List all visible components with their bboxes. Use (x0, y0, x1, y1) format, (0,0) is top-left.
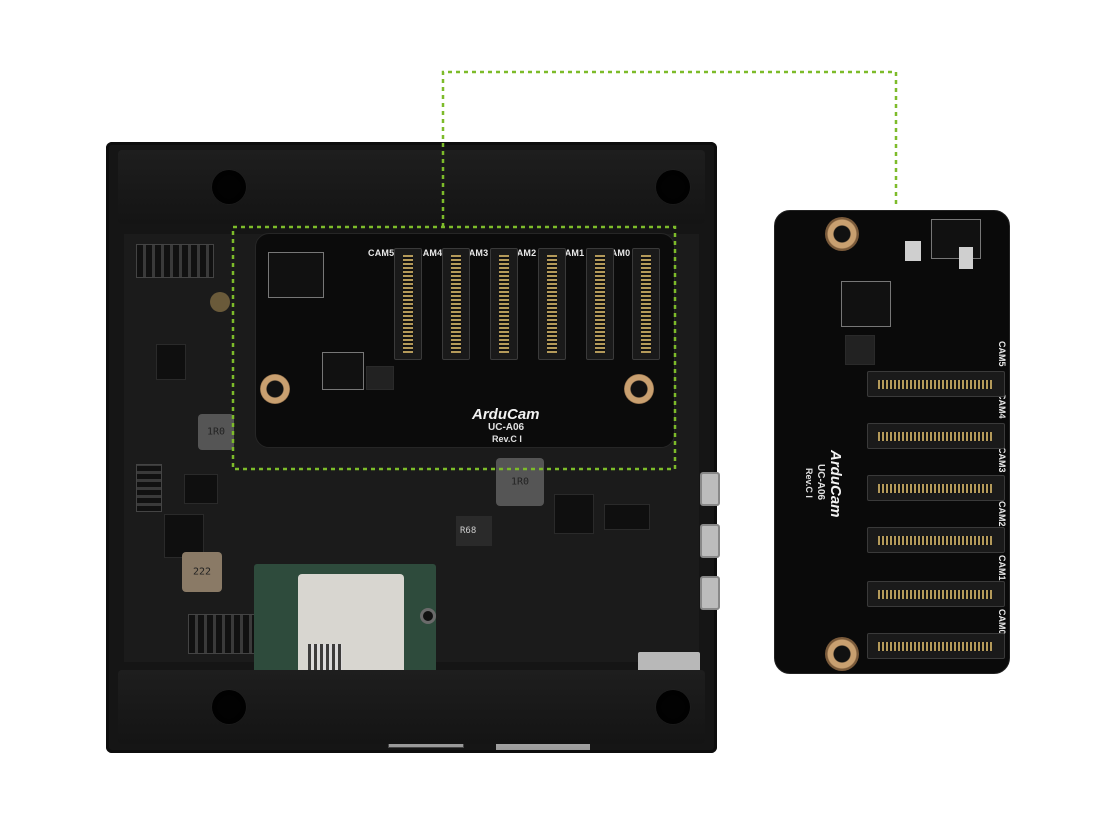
ic-chip (845, 335, 875, 365)
brand-logo: ArduCam (472, 406, 540, 423)
mounting-hole (212, 690, 246, 724)
camera-connector (442, 248, 470, 360)
brand-block: ArduCam UC-A06 Rev.C I (774, 450, 844, 518)
camera-connector (490, 248, 518, 360)
revision-label: Rev.C I (804, 468, 814, 498)
camera-connector (867, 527, 1005, 553)
ic-chip (604, 504, 650, 530)
inductor: 1R0 (198, 414, 234, 450)
camera-connector (586, 248, 614, 360)
standalone-camera-adapter: CAM5 CAM4 CAM3 CAM2 CAM1 CAM0 ArduCam UC… (774, 210, 1010, 674)
regulator-outline (322, 352, 364, 390)
antenna-connector (420, 608, 436, 624)
cam-port-label: CAM3 (997, 447, 1007, 473)
camera-connector (538, 248, 566, 360)
inductor-label: 1R0 (510, 476, 530, 488)
pin-header (188, 614, 258, 654)
ic-chip: R68 (456, 516, 492, 546)
mounting-hole (825, 217, 859, 251)
inductor: 1R0 (496, 458, 544, 506)
regulator-outline (841, 281, 891, 327)
ic-chip (554, 494, 594, 534)
inductor-label: 222 (192, 566, 212, 578)
cam-port-label: CAM4 (997, 393, 1007, 419)
bottom-mounting-rail (118, 670, 705, 744)
cam-port-label: CAM0 (997, 609, 1007, 635)
regulator-outline (268, 252, 324, 298)
camera-connector (867, 475, 1005, 501)
mounting-hole (825, 637, 859, 671)
camera-connector (867, 371, 1005, 397)
capacitor (959, 247, 973, 269)
cam-port-label: CAM5 (997, 341, 1007, 367)
ic-chip (366, 366, 394, 390)
cam-port-label: CAM2 (997, 501, 1007, 527)
standoff (210, 292, 230, 312)
revision-label: Rev.C I (492, 434, 522, 444)
cam-port-label: CAM5 (368, 248, 395, 258)
mounting-hole (656, 170, 690, 204)
regulator-outline (931, 219, 981, 259)
pin-header (136, 244, 214, 278)
inductor: 222 (182, 552, 222, 592)
usb-port (700, 576, 720, 610)
inductor-label: 1R0 (206, 426, 226, 438)
capacitor (905, 241, 921, 261)
mounting-hole (656, 690, 690, 724)
pin-header (136, 464, 162, 512)
standoff (624, 374, 654, 404)
usb-port (700, 524, 720, 558)
resistor-label: R68 (460, 526, 477, 536)
standoff (260, 374, 290, 404)
usb-port (700, 472, 720, 506)
camera-connector (867, 423, 1005, 449)
top-mounting-rail (118, 150, 705, 224)
installed-camera-adapter: CAM5 CAM4 CAM3 CAM2 CAM1 CAM0 ArduCam UC… (255, 233, 675, 448)
model-label: UC-A06 (815, 464, 826, 501)
cam-port-label: CAM1 (997, 555, 1007, 581)
camera-connector (867, 581, 1005, 607)
camera-connector (867, 633, 1005, 659)
model-label: UC-A06 (488, 422, 525, 433)
camera-connector (394, 248, 422, 360)
camera-connector (632, 248, 660, 360)
mounting-hole (212, 170, 246, 204)
brand-logo: ArduCam (827, 450, 844, 518)
ic-chip (184, 474, 218, 504)
ic-chip (156, 344, 186, 380)
